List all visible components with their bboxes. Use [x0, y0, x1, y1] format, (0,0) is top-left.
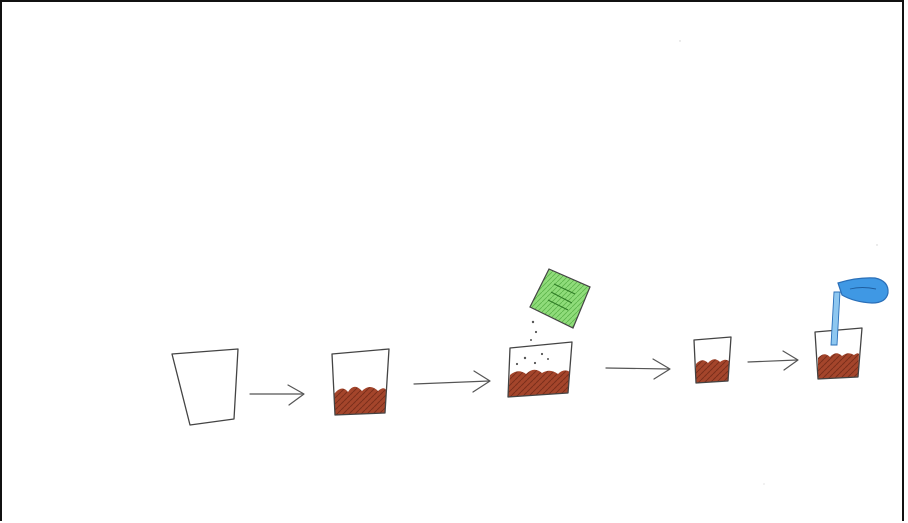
arrow-2: [414, 371, 490, 392]
arrow-3: [606, 359, 670, 379]
arrow-4: [748, 351, 798, 370]
water-stream: [831, 292, 840, 345]
watering-can-icon: [838, 278, 888, 303]
step-4-small-cup: [694, 337, 731, 383]
step-3-seed-cup: [508, 269, 590, 397]
arrow-1: [250, 385, 304, 405]
stray-marks: [679, 40, 877, 484]
falling-seeds: [516, 321, 549, 365]
step-1-empty-cup: [172, 349, 238, 425]
step-5-watering: [815, 278, 888, 379]
step-2-soil-cup: [332, 349, 389, 415]
seed-packet-icon: [530, 269, 590, 328]
